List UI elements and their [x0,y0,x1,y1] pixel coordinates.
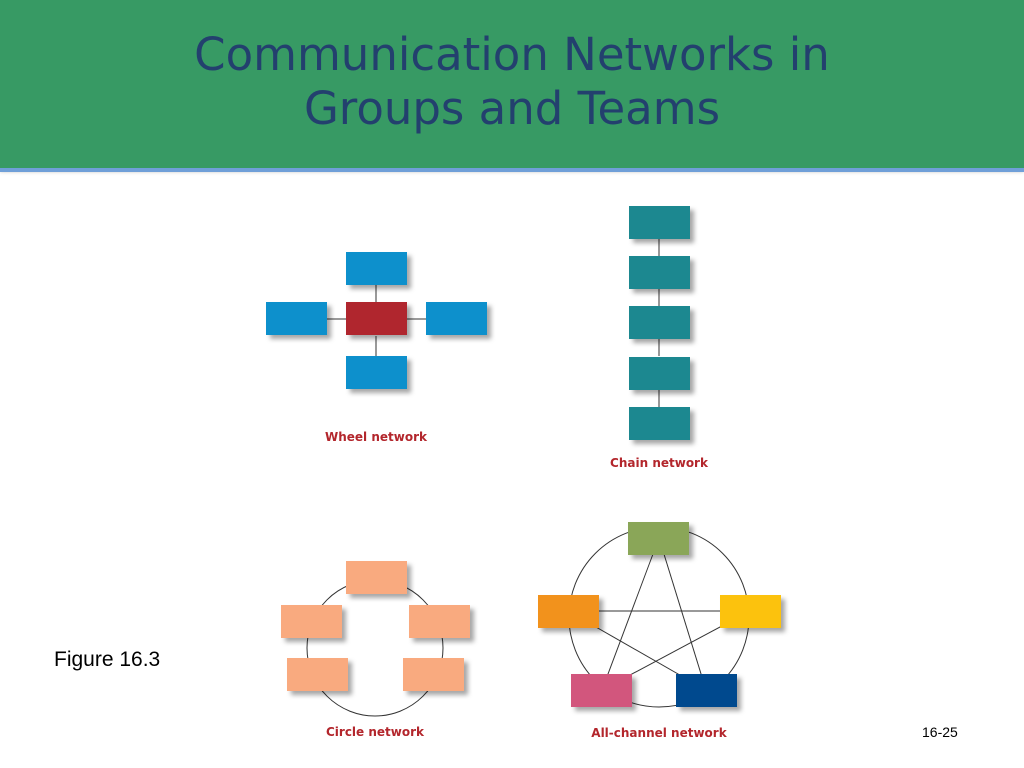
title-banner-rule [0,168,1024,172]
wheel-node-top [346,252,407,285]
circle-node-upper-right [409,605,470,638]
chain-node-5 [629,407,690,440]
all-channel-network [538,522,781,708]
figure-label: Figure 16.3 [54,648,161,671]
chain-node-1 [629,206,690,239]
slide-title-line-1: Communication Networks in [194,28,830,81]
circle-node-lower-right [403,658,464,691]
all-channel-node-lower-right [676,674,737,707]
wheel-links [327,285,426,356]
all-channel-node-left [538,595,599,628]
circle-node-lower-left [287,658,348,691]
slide-title: Communication Networks in Groups and Tea… [0,28,1024,136]
chain-network [629,206,690,440]
chain-network-caption: Chain network [610,456,709,470]
slide-title-line-2: Groups and Teams [303,82,721,135]
wheel-network [266,252,487,389]
chain-node-4 [629,357,690,390]
all-channel-node-lower-left [571,674,632,707]
wheel-node-right [426,302,487,335]
wheel-node-left [266,302,327,335]
all-channel-node-right [720,595,781,628]
wheel-network-caption: Wheel network [325,430,428,444]
wheel-node-hub [346,302,407,335]
all-channel-node-top [628,522,689,555]
circle-ring [306,579,444,717]
circle-node-top [346,561,407,594]
wheel-node-bottom [346,356,407,389]
all-channel-network-caption: All-channel network [591,726,727,740]
chain-node-3 [629,306,690,339]
circle-network [281,561,470,717]
chain-node-2 [629,256,690,289]
title-banner [0,0,1024,168]
slide-page-number: 16-25 [922,724,958,740]
circle-node-upper-left [281,605,342,638]
circle-network-caption: Circle network [326,725,425,739]
